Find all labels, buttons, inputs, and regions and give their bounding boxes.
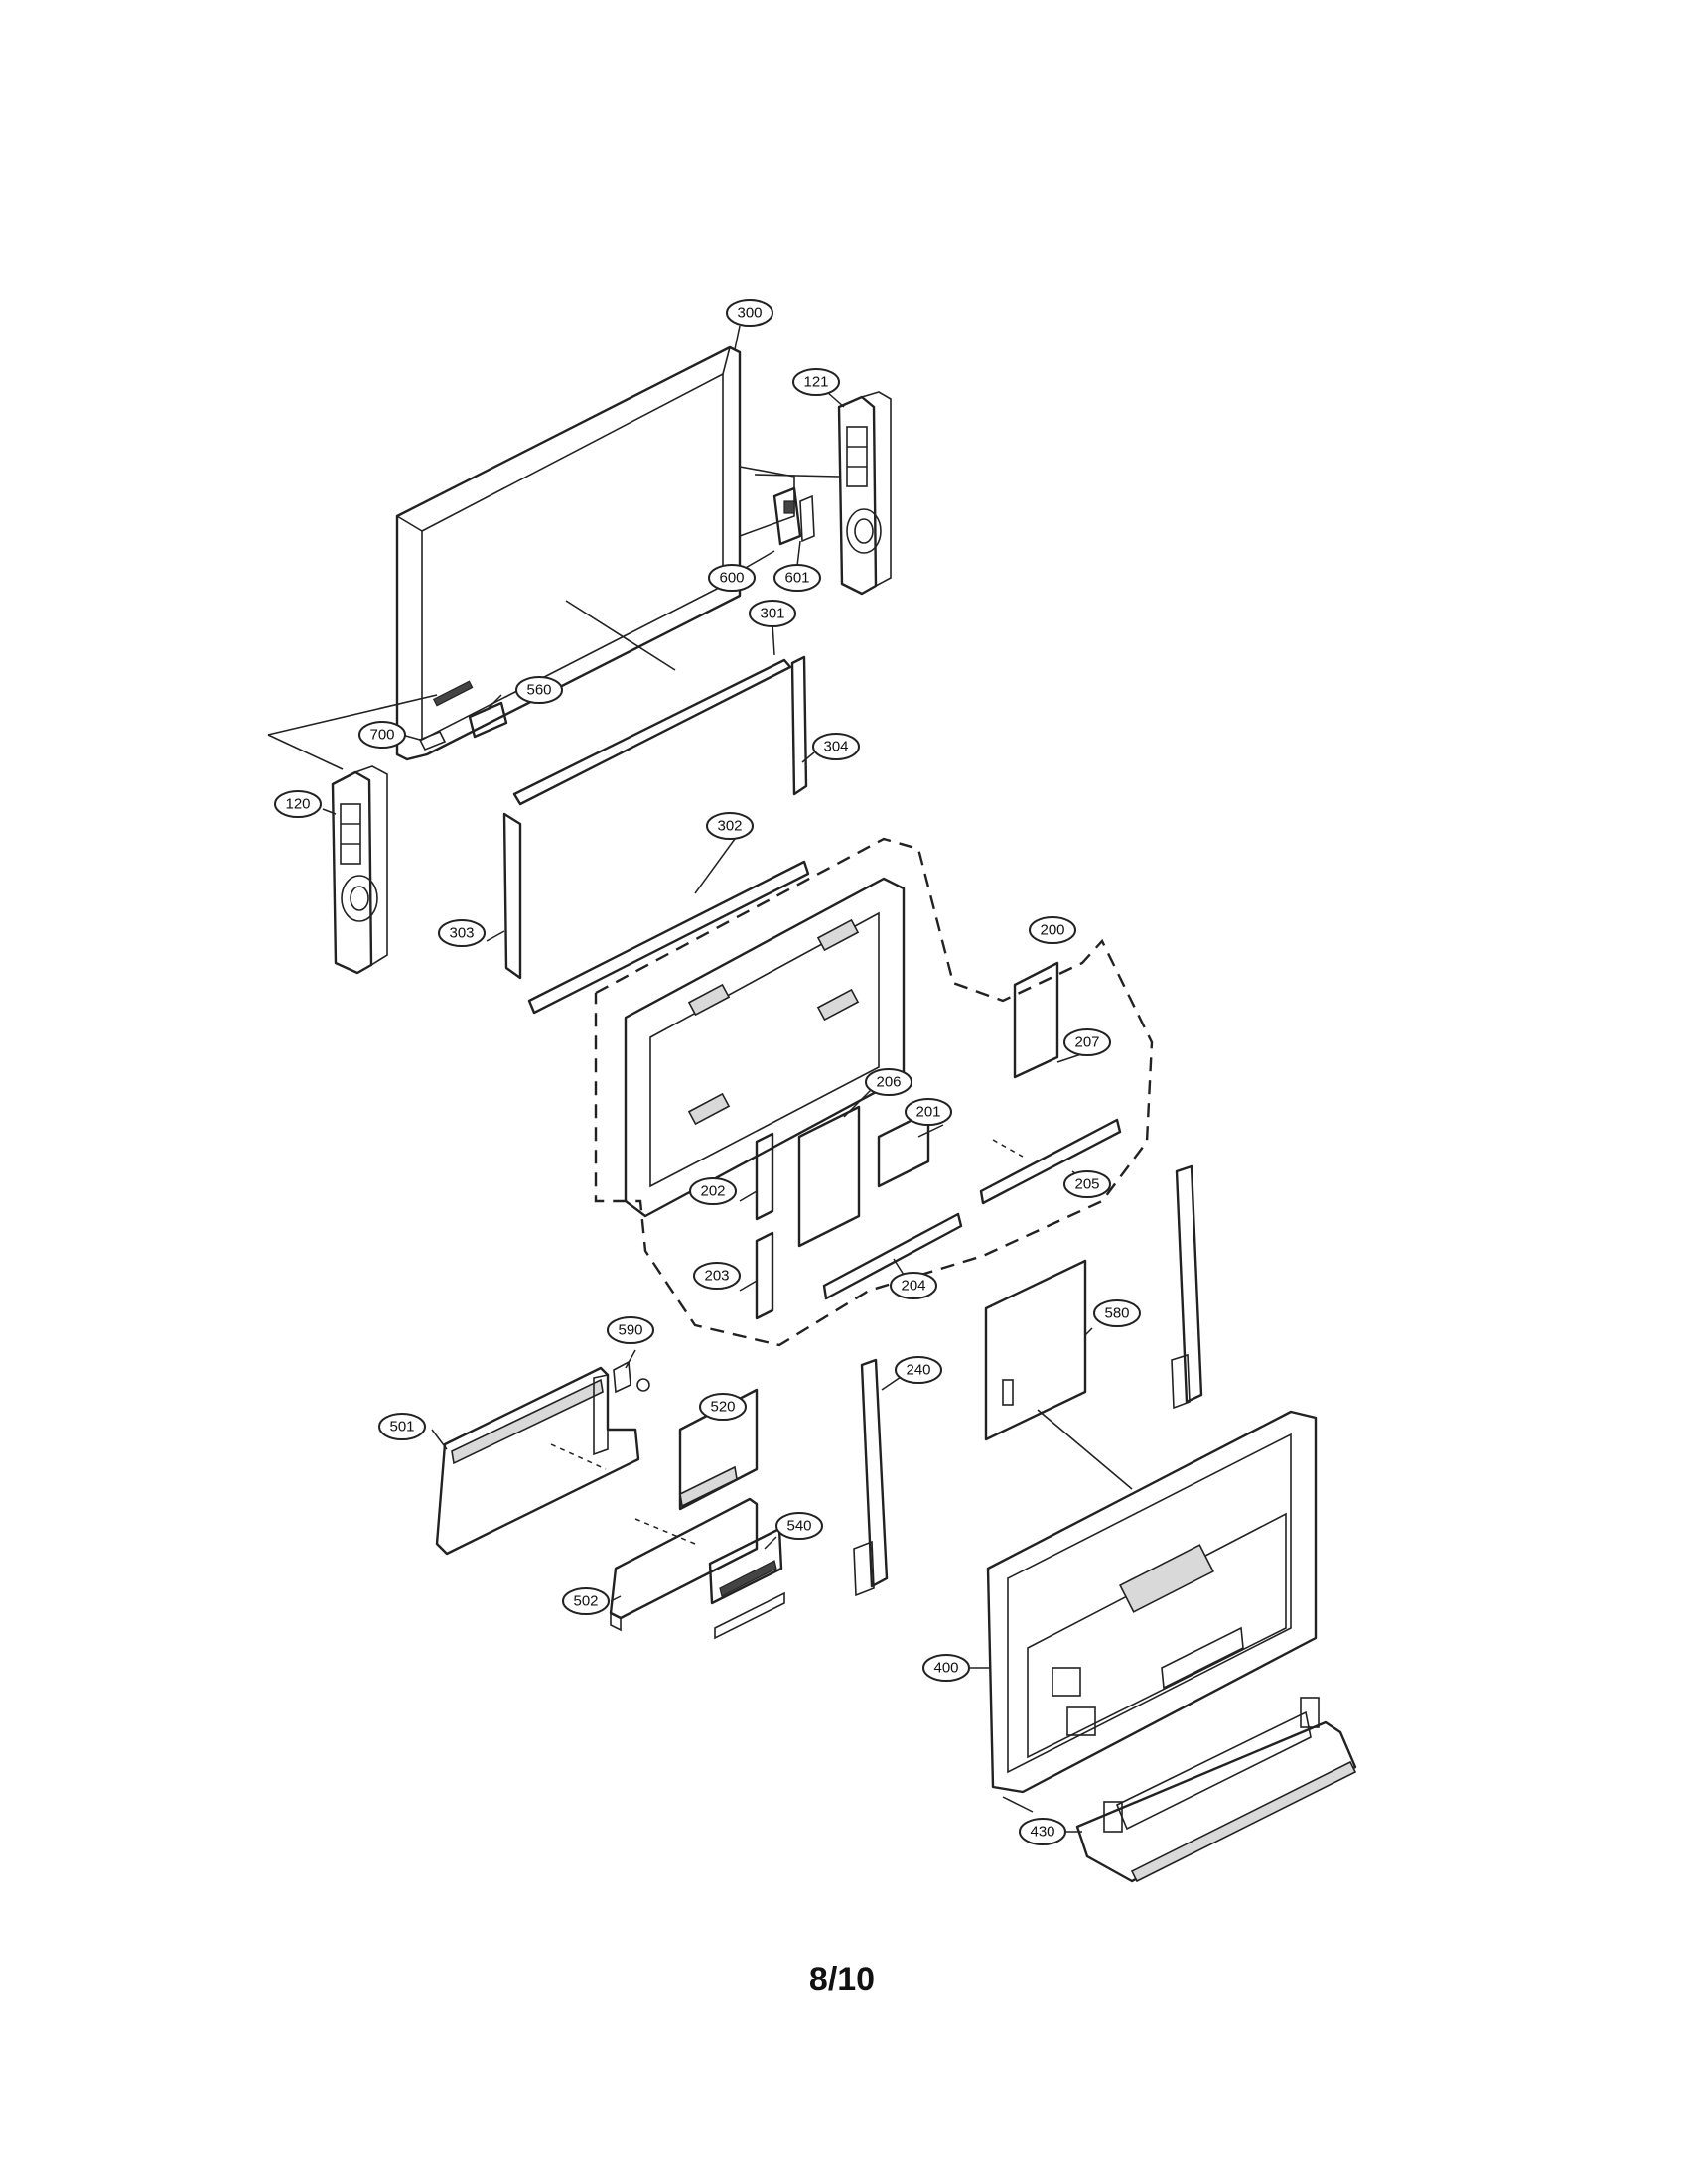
callout-label: 205	[1074, 1176, 1099, 1193]
part-540-board	[708, 1527, 785, 1640]
callout-304: 304	[812, 733, 860, 760]
callout-600: 600	[708, 564, 756, 592]
callout-label: 700	[369, 727, 394, 744]
callout-label: 303	[449, 925, 474, 942]
callout-700: 700	[358, 721, 406, 749]
callout-label: 203	[704, 1268, 729, 1285]
callout-label: 201	[915, 1104, 940, 1121]
callout-label: 121	[803, 374, 828, 391]
callout-label: 601	[784, 570, 809, 587]
callout-540: 540	[775, 1512, 823, 1540]
callout-label: 501	[389, 1419, 414, 1435]
part-590-small	[613, 1360, 650, 1394]
part-300-front-frame	[395, 345, 795, 761]
callout-303: 303	[438, 919, 486, 947]
part-700-560-small	[418, 701, 508, 751]
callout-240: 240	[895, 1356, 942, 1384]
part-400-rear-cover	[986, 1410, 1318, 1813]
callout-560: 560	[515, 676, 563, 704]
callout-label: 520	[710, 1399, 735, 1416]
callout-label: 207	[1074, 1034, 1099, 1051]
part-501-bracket	[435, 1366, 640, 1556]
callout-501: 501	[378, 1413, 426, 1440]
callout-601: 601	[773, 564, 821, 592]
callout-label: 301	[760, 606, 784, 622]
part-600-601-bracket	[772, 486, 815, 546]
callout-430: 430	[1019, 1818, 1066, 1845]
callout-label: 302	[717, 818, 742, 835]
callout-207: 207	[1063, 1028, 1111, 1056]
part-301-302-303-304-panel-bars	[502, 655, 810, 1015]
leader-lines	[267, 325, 1133, 1833]
callout-label: 204	[901, 1278, 925, 1295]
callout-200: 200	[1029, 916, 1076, 944]
callout-202: 202	[689, 1177, 737, 1205]
part-502-bracket	[609, 1497, 759, 1632]
callout-label: 200	[1040, 922, 1064, 939]
callout-label: 502	[573, 1593, 598, 1610]
callout-label: 120	[285, 796, 310, 813]
part-240-bracket	[853, 1358, 889, 1597]
callout-label: 540	[786, 1518, 811, 1535]
callout-204: 204	[890, 1272, 937, 1299]
callout-121: 121	[792, 368, 840, 396]
callout-590: 590	[607, 1316, 654, 1344]
callout-206: 206	[865, 1068, 912, 1096]
callout-label: 400	[933, 1660, 958, 1677]
callout-label: 202	[700, 1183, 725, 1200]
callout-520: 520	[699, 1393, 747, 1421]
callout-label: 430	[1030, 1824, 1054, 1841]
callout-label: 304	[823, 739, 848, 755]
callout-302: 302	[706, 812, 754, 840]
callout-502: 502	[562, 1587, 610, 1615]
page-number: 8/10	[808, 1961, 876, 1998]
part-430-stand	[1075, 1697, 1357, 1883]
callout-label: 206	[876, 1074, 901, 1091]
callout-203: 203	[693, 1262, 741, 1290]
callout-label: 600	[719, 570, 744, 587]
callout-label: 240	[906, 1362, 930, 1379]
callout-201: 201	[905, 1098, 952, 1126]
callout-205: 205	[1063, 1170, 1111, 1198]
callout-301: 301	[749, 600, 796, 627]
callout-balloons: 300 121 600 601 301 560 700 304 120 302 …	[274, 299, 1141, 1845]
part-580-board	[984, 1259, 1087, 1441]
callout-580: 580	[1093, 1299, 1141, 1327]
part-right-bracket	[1171, 1164, 1203, 1410]
callout-300: 300	[726, 299, 773, 327]
callout-400: 400	[922, 1654, 970, 1682]
callout-label: 560	[526, 682, 551, 699]
part-121-right-speaker	[837, 391, 892, 596]
part-120-left-speaker	[331, 765, 388, 975]
callout-label: 590	[618, 1322, 642, 1339]
callout-label: 580	[1104, 1305, 1129, 1322]
callout-120: 120	[274, 790, 322, 818]
callout-label: 300	[737, 305, 762, 322]
